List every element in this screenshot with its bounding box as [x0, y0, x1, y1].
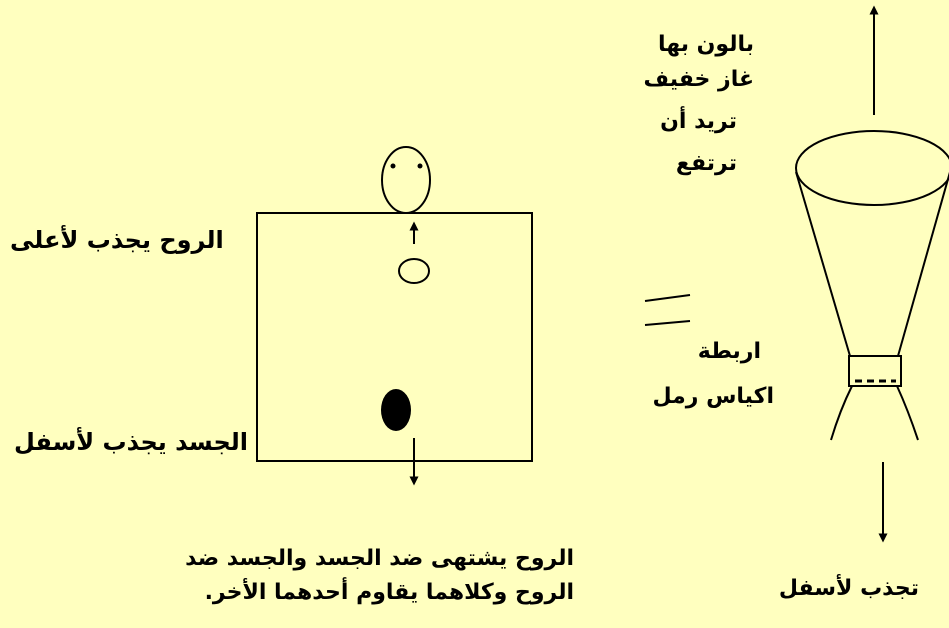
pointer-line-1	[644, 294, 691, 302]
balloon-label-line-1: بالون بها	[657, 32, 754, 57]
balloon-label-line-4: ترتفع	[675, 151, 737, 176]
pointer-line-2	[644, 320, 691, 326]
balloon-label-line-3: تريد أن	[660, 109, 737, 134]
body-weight-dot	[381, 389, 411, 431]
balloon-side-left	[795, 171, 851, 357]
head-oval	[381, 146, 431, 214]
body-down-label: الجسد يجذب لأسفل	[14, 428, 248, 456]
balloon-label-line-2: غاز خفيف	[643, 67, 754, 92]
sandbags-label-line-2: اكياس رمل	[652, 384, 774, 409]
balloon-side-right	[897, 171, 949, 357]
pull-down-label: تجذب لأسفل	[778, 576, 919, 601]
spirit-up-label: الروح يجذب لأعلى	[10, 226, 224, 254]
balloon-rope-left	[830, 385, 853, 441]
sandbags-label-line-1: اربطة	[697, 339, 761, 364]
body-box	[256, 212, 533, 462]
sandbag-band	[848, 355, 902, 387]
balloon-top	[795, 130, 949, 206]
caption-line-1: الروح يشتهى ضد الجسد والجسد ضد	[185, 546, 574, 571]
head-eye-right	[417, 163, 423, 169]
balloon-rope-right	[896, 385, 919, 441]
head-eye-left	[390, 163, 396, 169]
spirit-circle	[398, 258, 430, 284]
caption-line-2: الروح وكلاهما يقاوم أحدهما الأخر.	[204, 580, 574, 605]
